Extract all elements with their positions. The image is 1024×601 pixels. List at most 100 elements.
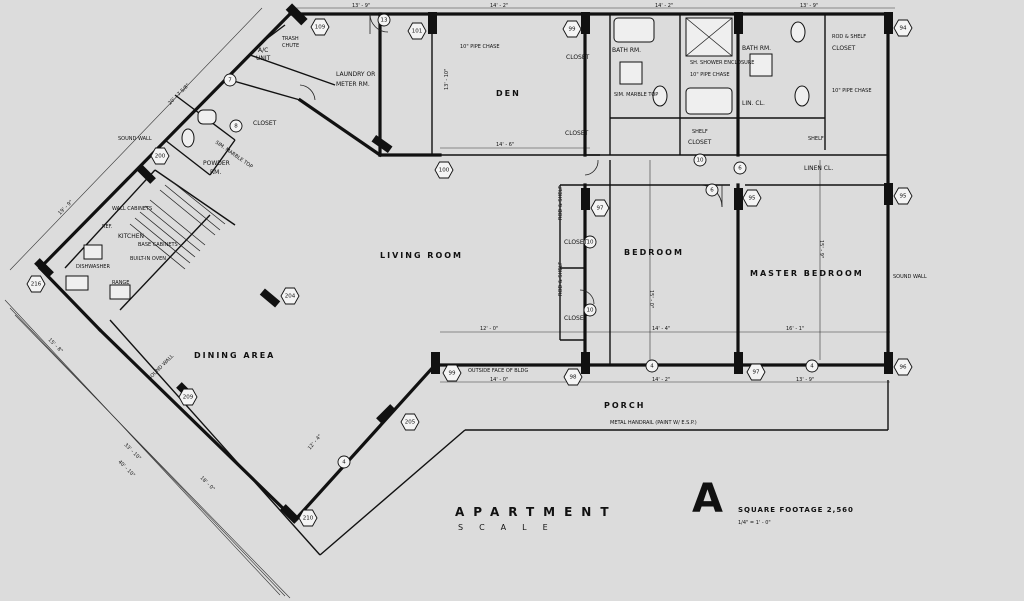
note-range: RANGE (112, 280, 129, 286)
room-closet-laundry: CLOSET (253, 120, 277, 127)
note-pipe-chase-3: 10" PIPE CHASE (832, 88, 872, 94)
room-closet-den-2: CLOSET (565, 130, 589, 137)
room-ac-1: A/C (258, 47, 268, 54)
tag-100: 100 (439, 168, 450, 174)
room-laundry-2: METER RM. (336, 81, 370, 88)
sink-1 (619, 61, 643, 85)
sink-2 (749, 53, 773, 77)
doors (299, 13, 723, 305)
room-bedroom: BEDROOM (624, 248, 684, 257)
note-sound-wall-1: SOUND WALL (118, 136, 152, 142)
tag-216: 216 (31, 282, 42, 288)
dim-12: 13' - 9" (796, 377, 814, 383)
tag-10-a: 10 (587, 240, 594, 246)
note-oven: BUILT-IN OVEN (130, 256, 166, 262)
dim-3: 14' - 2" (655, 3, 673, 9)
tag-204: 204 (285, 294, 296, 300)
dim-20: 15' - 9" (818, 240, 824, 258)
powder-toilet (181, 128, 195, 148)
note-rod-shelf-2: ROD & SHELF (558, 186, 564, 220)
tag-10-c: 10 (697, 158, 704, 164)
room-powder-2: RM. (210, 169, 221, 176)
dim-7: 12' - 0" (480, 326, 498, 332)
bathtub-1 (613, 17, 655, 43)
room-labels: DEN LIVING ROOM DINING AREA BEDROOM MAST… (118, 36, 864, 410)
tag-205: 205 (405, 420, 416, 426)
tag-97: 97 (753, 370, 760, 376)
title-scale: SCALE (458, 523, 564, 532)
tag-99-top: 99 (569, 27, 576, 33)
bathtub-2 (685, 87, 733, 115)
dim-9: 16' - 1" (786, 326, 804, 332)
room-laundry-1: LAUNDRY OR (336, 71, 375, 78)
note-pipe-chase-1: 10" PIPE CHASE (460, 44, 500, 50)
kitchen-hatching (129, 179, 226, 270)
dim-1: 13' - 9" (352, 3, 370, 9)
tag-98: 98 (570, 375, 577, 381)
tag-200: 200 (155, 154, 166, 160)
title-block: APARTMENT A SCALE SQUARE FOOTAGE 2,560 1… (455, 476, 854, 532)
room-master-bedroom: MASTER BEDROOM (750, 269, 864, 278)
tag-6-b: 6 (738, 166, 742, 172)
note-shelf-1: SHELF (692, 129, 708, 135)
room-living: LIVING ROOM (380, 251, 463, 260)
room-trash-2: CHUTE (282, 43, 299, 49)
room-bath-2: BATH RM. (742, 45, 771, 52)
tag-101: 101 (412, 29, 423, 35)
tag-4-b: 4 (810, 364, 814, 370)
tag-6-a: 6 (710, 188, 714, 194)
toilet-3 (794, 85, 810, 107)
oven-unit (109, 284, 131, 300)
powder-sink (197, 109, 217, 125)
tag-7: 7 (228, 78, 232, 84)
room-powder-1: POWDER (203, 160, 230, 167)
tag-markers: 100 101 109 99 94 95 96 97 98 99 200 204… (26, 13, 913, 527)
title-apartment: APARTMENT (455, 505, 618, 519)
dim-8: 14' - 4" (652, 326, 670, 332)
toilet-1 (652, 85, 668, 107)
tag-97-bed: 97 (597, 206, 604, 212)
toilet-2 (790, 21, 806, 43)
note-rod-shelf-1: ROD & SHELF (832, 34, 866, 40)
room-closet-den: CLOSET (566, 54, 590, 61)
note-shower: SH. SHOWER ENCLOSURE (690, 60, 754, 66)
dim-5: 14' - 6" (496, 142, 514, 148)
tag-96: 96 (900, 365, 907, 371)
note-refrig: REF. (102, 224, 113, 230)
room-kitchen: KITCHEN (118, 233, 144, 240)
room-trash-1: TRASH (281, 36, 299, 42)
dimension-lines (4, 7, 895, 599)
room-porch: PORCH (604, 401, 645, 410)
note-shelf-2: SHELF (808, 136, 824, 142)
tag-210: 210 (303, 516, 314, 522)
tag-4-c: 4 (342, 460, 346, 466)
room-bath-1: BATH RM. (612, 47, 641, 54)
tag-10-b: 10 (587, 308, 594, 314)
title-footage: SQUARE FOOTAGE 2,560 (738, 506, 854, 514)
dim-10: 14' - 0" (490, 377, 508, 383)
room-closet-bed-1: CLOSET (564, 239, 588, 246)
note-outside-face: OUTSIDE FACE OF BLDG (468, 368, 528, 374)
tag-95-bed: 95 (749, 196, 756, 202)
tag-13: 13 (381, 18, 388, 24)
tag-209: 209 (183, 395, 194, 401)
note-rod-shelf-3: ROD & SHELF (558, 262, 564, 296)
dim-11: 14' - 2" (652, 377, 670, 383)
tag-99: 99 (449, 371, 456, 377)
tag-94: 94 (900, 26, 907, 32)
room-linen-2: LIN. CL. (742, 100, 765, 107)
tag-95: 95 (900, 194, 907, 200)
note-wall-cabinets: WALL CABINETS (112, 206, 152, 212)
tag-8: 8 (234, 124, 238, 130)
room-ac-2: UNIT (256, 55, 271, 62)
note-dishwasher: DISHWASHER (76, 264, 110, 270)
room-linen: LINEN CL. (804, 165, 833, 172)
room-dining: DINING AREA (194, 351, 275, 360)
dim-19: 15' - 0" (648, 290, 654, 308)
note-handrail: METAL HANDRAIL (PAINT W/ E.S.P.) (610, 420, 697, 426)
dim-6: 13' - 10" (444, 69, 450, 90)
title-letter: A (692, 476, 723, 522)
tag-109: 109 (315, 25, 326, 31)
